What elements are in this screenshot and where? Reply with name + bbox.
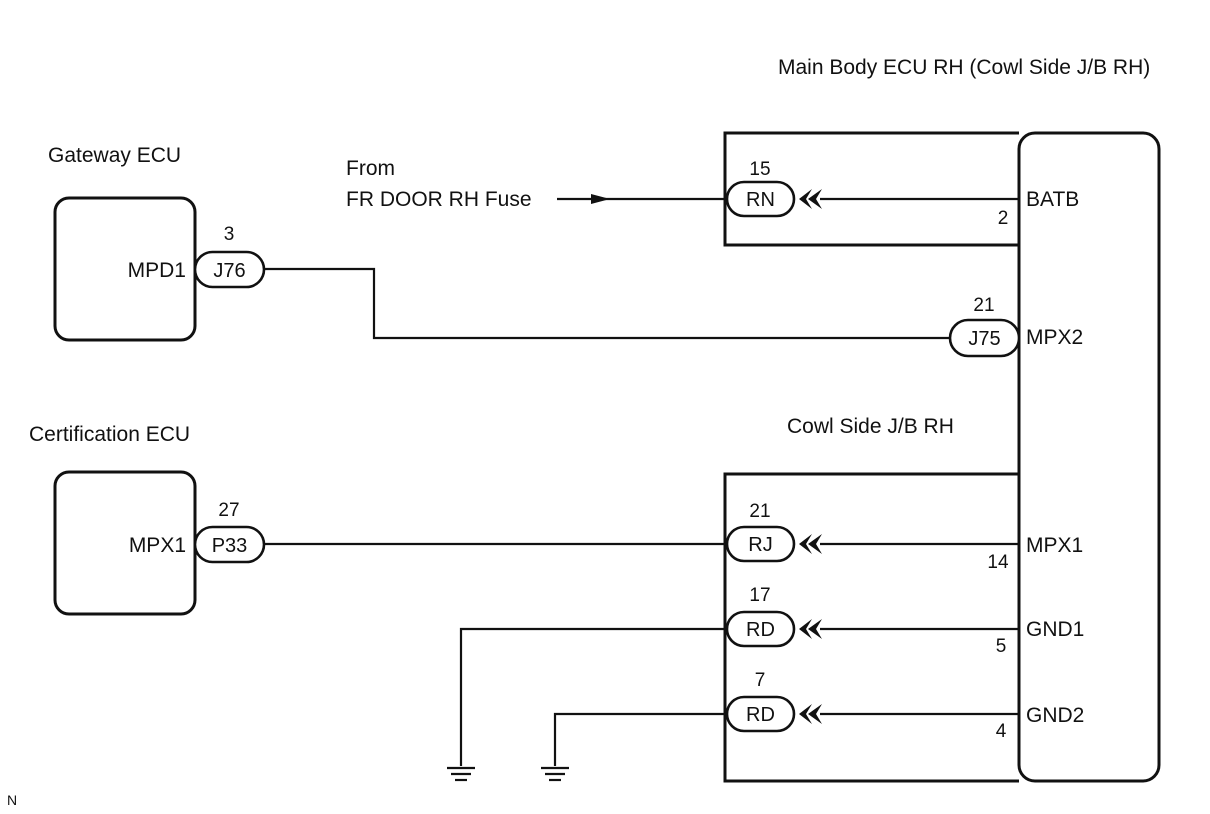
gnd2-ground-wire bbox=[553, 712, 727, 766]
upper-jb-enclosure bbox=[723, 131, 1019, 247]
p33-connector bbox=[193, 525, 266, 564]
rn-terminal-icon-2 bbox=[808, 189, 822, 209]
j75-connector-label: J75 bbox=[968, 328, 1000, 350]
terminal-batb: BATB bbox=[1026, 188, 1079, 211]
feed-arrow-icon bbox=[591, 194, 610, 204]
rj-terminal-icon bbox=[799, 534, 812, 554]
rd17-connector-label: RD bbox=[746, 619, 775, 641]
terminal-mpx2: MPX2 bbox=[1026, 326, 1083, 349]
ground-icon-2 bbox=[541, 766, 569, 782]
rd7-connector bbox=[725, 695, 796, 733]
rj-terminal-icon-2 bbox=[808, 534, 822, 554]
j76-pin-number: 3 bbox=[224, 224, 235, 245]
rd7-inner-pin: 4 bbox=[996, 721, 1007, 742]
ground-icon-1 bbox=[447, 766, 475, 782]
rj-pin-number: 21 bbox=[749, 501, 770, 522]
gnd1-ground-wire bbox=[459, 627, 727, 766]
rd17-connector bbox=[725, 610, 796, 648]
rd17-terminal-icon-2 bbox=[808, 619, 822, 639]
main-body-ecu-box bbox=[1017, 131, 1161, 783]
p33-connector-label: P33 bbox=[212, 535, 248, 557]
from-label: From bbox=[346, 157, 395, 180]
lower-jb-enclosure bbox=[723, 472, 1019, 783]
j76-connector-label: J76 bbox=[213, 260, 245, 282]
j75-pin-number: 21 bbox=[973, 295, 994, 316]
cowl-side-jb-title: Cowl Side J/B RH bbox=[787, 415, 954, 438]
mpd1-to-mpx2-wire bbox=[264, 267, 950, 340]
rd17-terminal-icon bbox=[799, 619, 812, 639]
terminal-mpx1: MPX1 bbox=[1026, 534, 1083, 557]
p33-pin-number: 27 bbox=[218, 500, 239, 521]
rn-terminal-icon bbox=[799, 189, 812, 209]
fuse-label: FR DOOR RH Fuse bbox=[346, 188, 532, 211]
rj-connector-label: RJ bbox=[748, 534, 772, 556]
rn-connector bbox=[725, 180, 796, 218]
rj-connector bbox=[725, 525, 796, 563]
terminal-gnd1: GND1 bbox=[1026, 618, 1084, 641]
corner-mark: N bbox=[7, 792, 17, 808]
rd17-pin-number: 17 bbox=[749, 585, 770, 606]
rd7-terminal-icon-2 bbox=[808, 704, 822, 724]
j76-connector bbox=[193, 250, 266, 289]
rd7-connector-label: RD bbox=[746, 704, 775, 726]
rn-pin-number: 15 bbox=[749, 159, 770, 180]
rn-inner-pin: 2 bbox=[998, 208, 1009, 229]
j75-connector bbox=[948, 318, 1021, 358]
main-body-ecu-title: Main Body ECU RH (Cowl Side J/B RH) bbox=[778, 56, 1150, 79]
rj-inner-pin: 14 bbox=[987, 552, 1009, 573]
rd7-terminal-icon bbox=[799, 704, 812, 724]
certification-ecu-title: Certification ECU bbox=[29, 423, 190, 446]
certification-terminal-label: MPX1 bbox=[129, 534, 186, 557]
terminal-gnd2: GND2 bbox=[1026, 704, 1084, 727]
rd17-inner-pin: 5 bbox=[996, 636, 1007, 657]
gateway-terminal-label: MPD1 bbox=[128, 259, 186, 282]
rn-connector-label: RN bbox=[746, 189, 775, 211]
gateway-ecu-title: Gateway ECU bbox=[48, 144, 181, 167]
rd7-pin-number: 7 bbox=[755, 670, 766, 691]
